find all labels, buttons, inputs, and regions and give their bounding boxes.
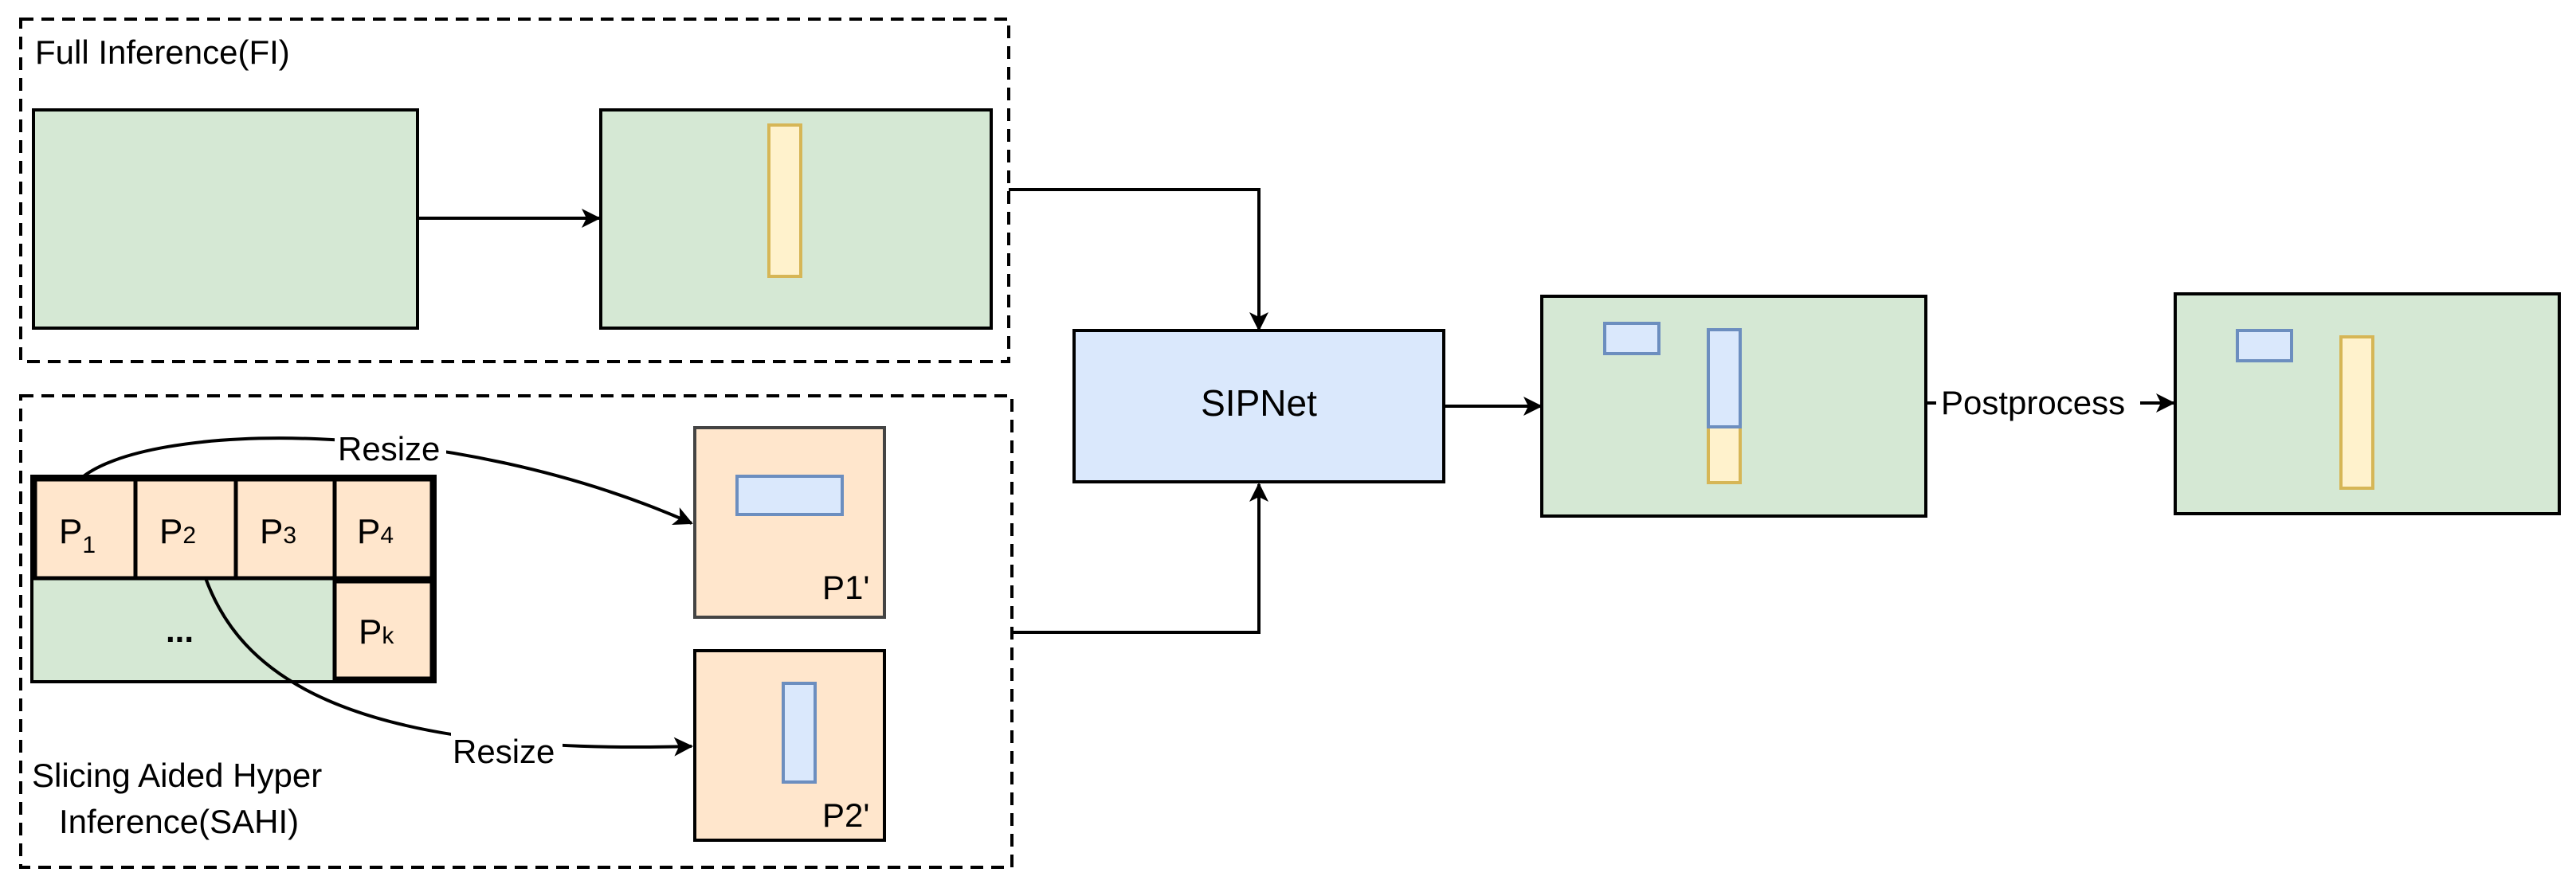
resized-patch-p1-label: P1' (822, 569, 869, 606)
patch-p4 (332, 477, 434, 581)
patch-pk (332, 579, 434, 681)
full-inference-border (19, 18, 1010, 363)
resized-patch-p2-label: P2' (822, 796, 869, 834)
patch-p2 (133, 477, 238, 581)
merged-box-blue-small (1603, 322, 1660, 355)
resize-label-1: Resize (338, 430, 440, 467)
final-box-yellow (2339, 335, 2374, 490)
ellipsis-label: ... (166, 612, 194, 649)
final-box-blue (2236, 329, 2293, 362)
merged-box-blue-tall (1707, 328, 1742, 428)
patch-p4-label: P4 (357, 512, 394, 551)
patch-p2-label: P2 (159, 512, 196, 551)
fi-input-image (32, 108, 419, 330)
patch-p1 (33, 477, 138, 581)
patch-p1-label: P1 (59, 512, 96, 558)
p1-detection-box-blue (735, 475, 844, 516)
postprocess-label: Postprocess (1941, 384, 2125, 421)
sahi-title-line2: Inference(SAHI) (59, 803, 299, 840)
sahi-to-sipnet-connector (1012, 483, 1268, 634)
patch-pk-label: Pk (359, 612, 394, 651)
sipnet-node (1072, 329, 1445, 483)
patch-p3 (233, 477, 337, 581)
merged-box-yellow (1707, 424, 1742, 484)
fi-detection-box-yellow (767, 123, 802, 278)
resized-patch-p1 (693, 426, 886, 619)
fi-to-sipnet-connector (1009, 188, 1268, 331)
resize-label-2: Resize (453, 733, 555, 770)
sahi-group: P1 P2 P3 P4 Pk ... Slicing Aided Hyper I… (19, 394, 1014, 869)
resize-label-1-bg (335, 430, 446, 468)
resize-label-2-bg (451, 733, 563, 771)
resize-curve-1 (78, 436, 693, 526)
full-inference-title: Full Inference(FI) (35, 33, 290, 71)
full-inference-group: Full Inference(FI) (19, 18, 1010, 363)
p2-detection-box-blue (782, 682, 817, 784)
postprocess-label-bg (1936, 382, 2140, 422)
patch-p3-label: P3 (260, 512, 296, 551)
sipnet-label: SIPNet (1201, 382, 1317, 424)
sahi-title-line1: Slicing Aided Hyper (32, 757, 322, 794)
